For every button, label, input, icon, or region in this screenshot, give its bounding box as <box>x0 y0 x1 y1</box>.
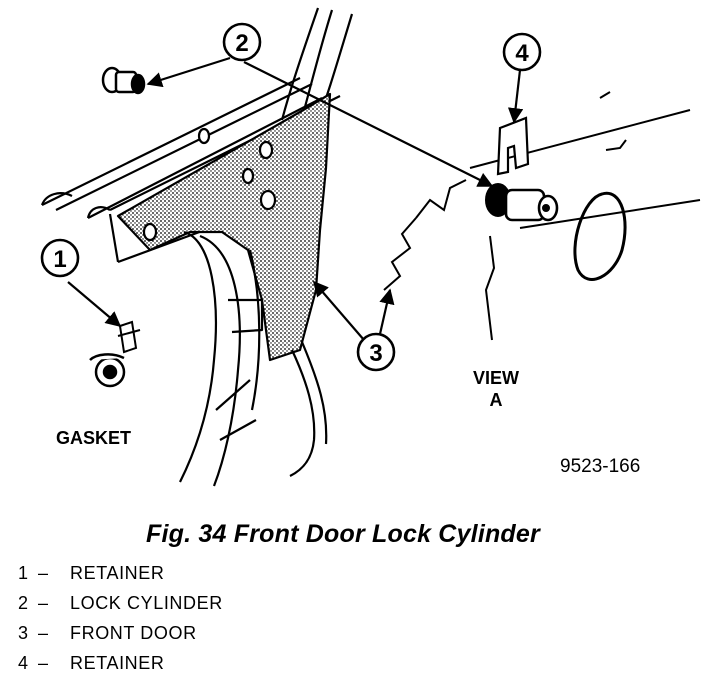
callout-4: 4 <box>502 32 542 72</box>
legend-dash: – <box>38 623 49 643</box>
svg-text:1: 1 <box>53 246 66 273</box>
lock-cylinder-small-part <box>101 66 146 95</box>
legend-dash: – <box>38 593 49 613</box>
svg-text:3: 3 <box>369 340 382 367</box>
callout-arrows <box>67 56 524 341</box>
legend-text: FRONT DOOR <box>70 623 197 643</box>
retainer-1-part <box>117 320 141 354</box>
arrow-2-to-view-a <box>243 61 494 187</box>
legend-text: RETAINER <box>70 653 165 673</box>
callout-2: 2 <box>222 22 262 62</box>
gasket-label: GASKET <box>56 428 131 448</box>
gasket-part <box>89 353 126 388</box>
view-label: VIEW <box>473 368 519 388</box>
callout-1: 1 <box>40 238 80 278</box>
lock-cylinder-diagram: 1 2 3 4 GASKET VIEW A 9523-166 <box>40 7 701 487</box>
view-a-detail <box>383 91 701 341</box>
arrow-3-to-view <box>378 288 395 335</box>
arrow-3-to-door <box>312 280 365 341</box>
legend-text: LOCK CYLINDER <box>70 593 223 613</box>
legend-item: 4– RETAINER <box>18 648 223 678</box>
svg-text:2: 2 <box>235 30 248 57</box>
legend-number: 1 <box>18 563 29 583</box>
legend-item: 1– RETAINER <box>18 558 223 588</box>
legend-number: 4 <box>18 653 29 673</box>
front-door-drawing <box>40 7 354 487</box>
svg-text:4: 4 <box>515 40 529 67</box>
figure-caption: Fig. 34 Front Door Lock Cylinder <box>146 520 540 548</box>
legend-text: RETAINER <box>70 563 165 583</box>
arrow-2-to-small-part <box>146 56 231 88</box>
legend-item: 2– LOCK CYLINDER <box>18 588 223 618</box>
callout-3: 3 <box>356 332 396 372</box>
legend-dash: – <box>38 653 49 673</box>
legend-item: 3– FRONT DOOR <box>18 618 223 648</box>
arrow-1-to-retainer <box>67 281 122 327</box>
arrow-4-to-clip <box>507 69 524 124</box>
legend-list: 1–RETAINER 2–LOCK CYLINDER 3–FRONT DOOR … <box>18 558 223 678</box>
legend-number: 2 <box>18 593 29 613</box>
legend-dash: – <box>38 563 49 583</box>
legend-number: 3 <box>18 623 29 643</box>
view-label-letter: A <box>490 390 503 410</box>
drawing-number: 9523-166 <box>560 456 640 477</box>
